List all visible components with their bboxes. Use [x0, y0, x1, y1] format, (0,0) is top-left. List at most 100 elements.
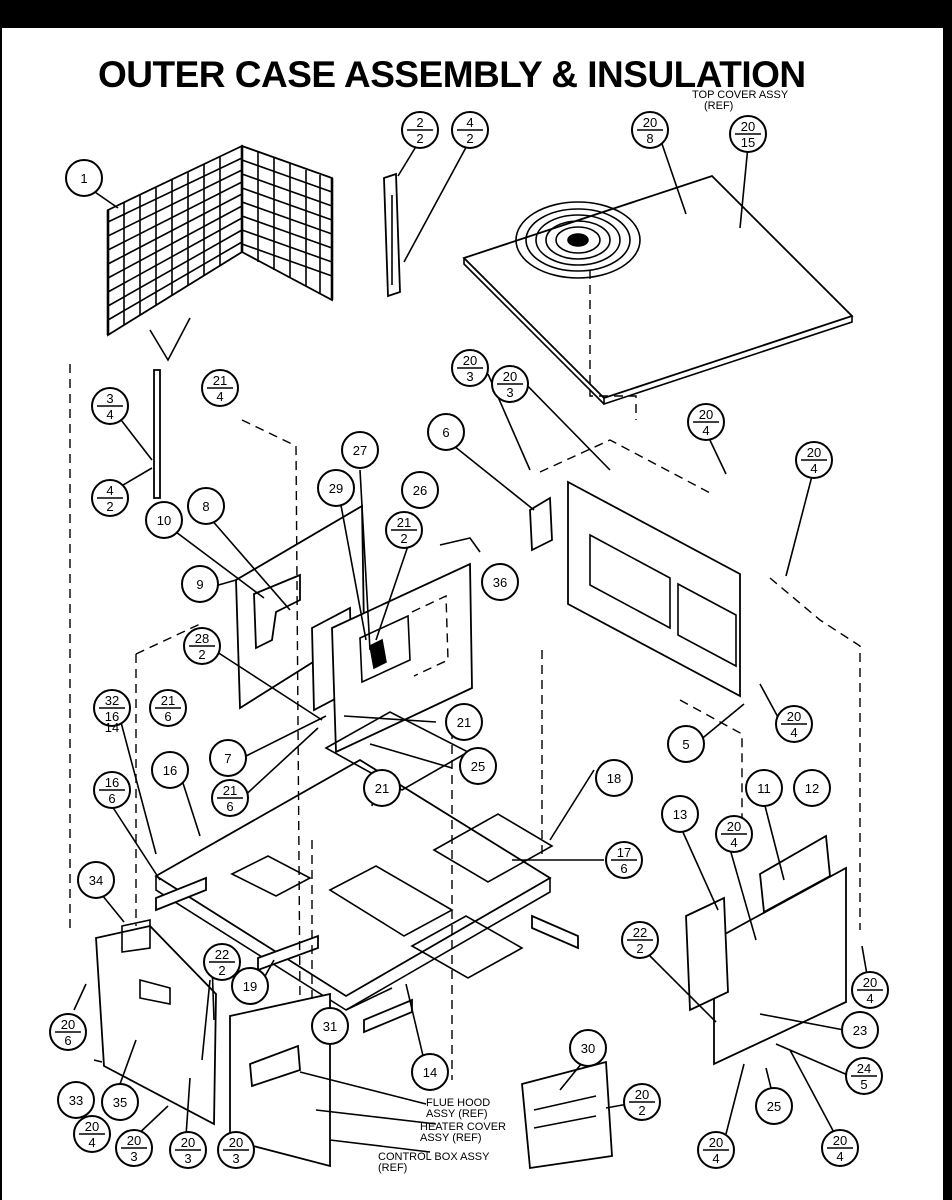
callout-number: 20 [833, 1133, 847, 1148]
callout-number: 20 [741, 119, 755, 134]
callout-number: 20 [699, 407, 713, 422]
side-panel [529, 480, 741, 698]
callout-21: 21 [445, 703, 483, 741]
callout-number: 29 [329, 481, 343, 496]
reference-note-line: ASSY (REF) [420, 1132, 482, 1144]
callout-quantity: 4 [836, 1149, 843, 1164]
callout-4-2: 42 [451, 111, 489, 149]
callout-quantity: 2 [466, 131, 473, 146]
callout-number: 22 [215, 947, 229, 962]
callout-number: 33 [69, 1093, 83, 1108]
callout-quantity: 2 [638, 1103, 645, 1118]
base-pan [154, 711, 579, 1034]
callout-number: 20 [709, 1135, 723, 1150]
callout-25: 25 [755, 1087, 793, 1125]
callout-20-3: 203 [217, 1131, 255, 1169]
callout-number: 8 [202, 499, 209, 514]
callout-34: 34 [77, 861, 115, 899]
callout-number: 34 [89, 873, 103, 888]
callout-21-4: 214 [201, 369, 239, 407]
callout-21-6: 216 [211, 779, 249, 817]
reference-note-line: CONTROL BOX ASSY [378, 1151, 490, 1163]
callout-quantity: 3 [506, 385, 513, 400]
callout-number: 17 [617, 845, 631, 860]
callout-20-4: 204 [851, 971, 889, 1009]
callout-number: 28 [195, 631, 209, 646]
callout-20-3: 203 [115, 1129, 153, 1167]
reference-note-line: ASSY (REF) [426, 1108, 488, 1120]
callout-quantity: 2 [416, 131, 423, 146]
callout-number: 16 [105, 775, 119, 790]
callout-quantity: 3 [130, 1149, 137, 1164]
callout-number: 36 [493, 575, 507, 590]
fan-guard [515, 201, 641, 279]
callout-8: 8 [187, 487, 225, 525]
callout-20-8: 208 [631, 111, 669, 149]
callout-30: 30 [569, 1029, 607, 1067]
callout-18: 18 [595, 759, 633, 797]
callout-number: 4 [106, 483, 113, 498]
callout-quantity: 2 [400, 531, 407, 546]
callout-quantity: 4 [866, 991, 873, 1006]
callout-number: 20 [643, 115, 657, 130]
callout-quantity: 2 [198, 647, 205, 662]
callout-28-2: 282 [183, 627, 221, 665]
callout-quantity: 4 [810, 461, 817, 476]
callout-10: 10 [145, 501, 183, 539]
callout-number: 20 [503, 369, 517, 384]
callout-number: 10 [157, 513, 171, 528]
callout-number: 7 [224, 751, 231, 766]
callout-quantity: 5 [860, 1077, 867, 1092]
callout-quantity: 3 [184, 1151, 191, 1166]
right-corner-panel [685, 834, 847, 1066]
callout-quantity: 4 [730, 835, 737, 850]
callout-number: 20 [787, 709, 801, 724]
assembly-lines [69, 270, 861, 1080]
callout-23: 23 [841, 1011, 879, 1049]
callout-quantity: 3 [466, 369, 473, 384]
callout-quantity: 4 [88, 1135, 95, 1150]
callout-1: 1 [65, 159, 103, 197]
callout-number: 20 [807, 445, 821, 460]
condenser-grille [106, 144, 334, 362]
callout-24-5: 245 [845, 1057, 883, 1095]
callout-number: 21 [375, 781, 389, 796]
callout-27: 27 [341, 431, 379, 469]
callout-20-6: 206 [49, 1013, 87, 1051]
callout-26: 26 [401, 471, 439, 509]
callout-quantity: 4 [790, 725, 797, 740]
callout-number: 4 [466, 115, 473, 130]
callout-33: 33 [57, 1081, 95, 1119]
callout-21-6: 216 [149, 689, 187, 727]
diagram-title: OUTER CASE ASSEMBLY & INSULATION [98, 54, 806, 95]
callout-number: 20 [463, 353, 477, 368]
callout-20-4: 204 [821, 1129, 859, 1167]
reference-note-line: TOP COVER ASSY [692, 89, 789, 101]
callout-quantity: 2 [636, 941, 643, 956]
callout-quantity: 16 [105, 709, 119, 724]
callout-number: 5 [682, 737, 689, 752]
callout-number: 22 [633, 925, 647, 940]
callout-3-4: 34 [91, 387, 129, 425]
corner-post [383, 172, 401, 298]
callout-number: 20 [863, 975, 877, 990]
callout-4-2: 42 [91, 479, 129, 517]
callout-quantity: 4 [712, 1151, 719, 1166]
callout-number: 20 [229, 1135, 243, 1150]
callout-quantity: 15 [741, 135, 755, 150]
callout-number: 20 [61, 1017, 75, 1032]
callout-16: 16 [151, 751, 189, 789]
callout-number: 30 [581, 1041, 595, 1056]
callout-quantity: 6 [64, 1033, 71, 1048]
callout-number: 23 [853, 1023, 867, 1038]
callout-number: 12 [805, 781, 819, 796]
callout-20-4: 204 [73, 1115, 111, 1153]
callout-20-4: 204 [697, 1131, 735, 1169]
callout-number: 11 [757, 781, 771, 796]
callout-number: 20 [85, 1119, 99, 1134]
